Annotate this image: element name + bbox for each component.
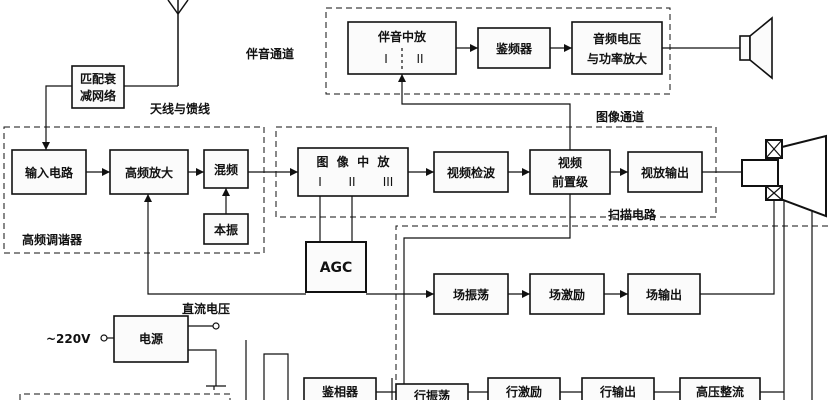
svg-text:高压整流: 高压整流 [696,384,744,399]
video-output-block: 视放输出 [627,151,703,193]
mains-voltage-label: ~220V [46,332,91,346]
power-supply-block: 电源 [113,315,220,363]
svg-text:混频: 混频 [214,162,238,177]
audio-channel-label: 伴音通道 [245,46,294,61]
horizontal-output-block: 行输出 [581,377,655,400]
svg-text:鉴频器: 鉴频器 [495,41,533,56]
arrowheads [42,44,778,298]
svg-text:行激励: 行激励 [505,384,542,399]
svg-text:前置级: 前置级 [552,174,588,189]
vertical-oscillator-block: 场振荡 [433,273,509,315]
svg-text:鉴相器: 鉴相器 [321,384,359,399]
video-preamp-block: 视频 前置级 [529,149,611,195]
tuner-frame [3,126,265,254]
svg-text:I: I [318,175,322,189]
svg-text:场输出: 场输出 [646,287,682,302]
svg-text:高频放大: 高频放大 [125,165,173,180]
if-amp-block: 图 像 中 放 I II III [297,147,409,197]
scan-frame [395,225,832,400]
svg-text:视频: 视频 [558,155,582,170]
svg-text:行振荡: 行振荡 [413,388,450,400]
vertical-output-block: 场输出 [627,273,701,315]
hv-rectifier-block: 高压整流 [679,377,761,400]
speaker-icon [739,16,773,80]
svg-text:行输出: 行输出 [599,384,636,399]
phase-detector-block: 鉴相器 [303,377,377,400]
svg-text:场激励: 场激励 [549,287,585,302]
bottom-left-frame [19,393,231,400]
svg-text:伴音中放: 伴音中放 [377,29,427,44]
svg-text:视放输出: 视放输出 [641,165,689,180]
svg-text:I: I [384,52,388,66]
svg-text:AGC: AGC [320,260,353,276]
antenna-icon [167,0,189,86]
svg-text:匹配衰: 匹配衰 [80,71,117,86]
sound-if-block: 伴音中放 I II [347,21,457,75]
svg-text:II: II [348,175,355,189]
tuner-label: 高频调谐器 [22,232,83,247]
vertical-driver-block: 场激励 [529,273,605,315]
local-oscillator-block: 本振 [203,213,249,245]
svg-text:本振: 本振 [214,222,238,237]
video-detector-block: 视频检波 [433,151,509,193]
picture-tube-icon [741,134,827,218]
rf-amp-block: 高频放大 [109,149,189,195]
svg-text:音频电压: 音频电压 [593,31,641,46]
svg-text:与功率放大: 与功率放大 [587,51,647,66]
horizontal-oscillator-block: 行振荡 [395,383,469,400]
dc-voltage-label: 直流电压 [182,301,230,316]
svg-text:输入电路: 输入电路 [25,165,74,180]
mixer-block: 混频 [203,149,249,189]
svg-text:图 像 中 放: 图 像 中 放 [316,154,390,169]
video-channel-label: 图像通道 [596,109,644,124]
audio-channel-frame [325,7,671,95]
svg-text:减网络: 减网络 [80,88,116,103]
svg-text:III: III [383,175,394,189]
svg-text:视频检波: 视频检波 [447,165,496,180]
svg-text:II: II [416,52,423,66]
svg-text:场振荡: 场振荡 [453,287,489,302]
horizontal-driver-block: 行激励 [487,377,561,400]
mains-terminal [100,334,108,342]
agc-block: AGC [305,241,367,293]
audio-amp-block: 音频电压 与功率放大 [571,21,663,75]
antenna-label: 天线与馈线 [150,101,210,116]
scan-circuit-label: 扫描电路 [608,207,657,222]
svg-text:电源: 电源 [139,331,163,346]
input-circuit-block: 输入电路 [11,149,87,195]
matching-network-block: 匹配衰 减网络 [71,65,125,109]
discriminator-block: 鉴频器 [477,27,551,69]
